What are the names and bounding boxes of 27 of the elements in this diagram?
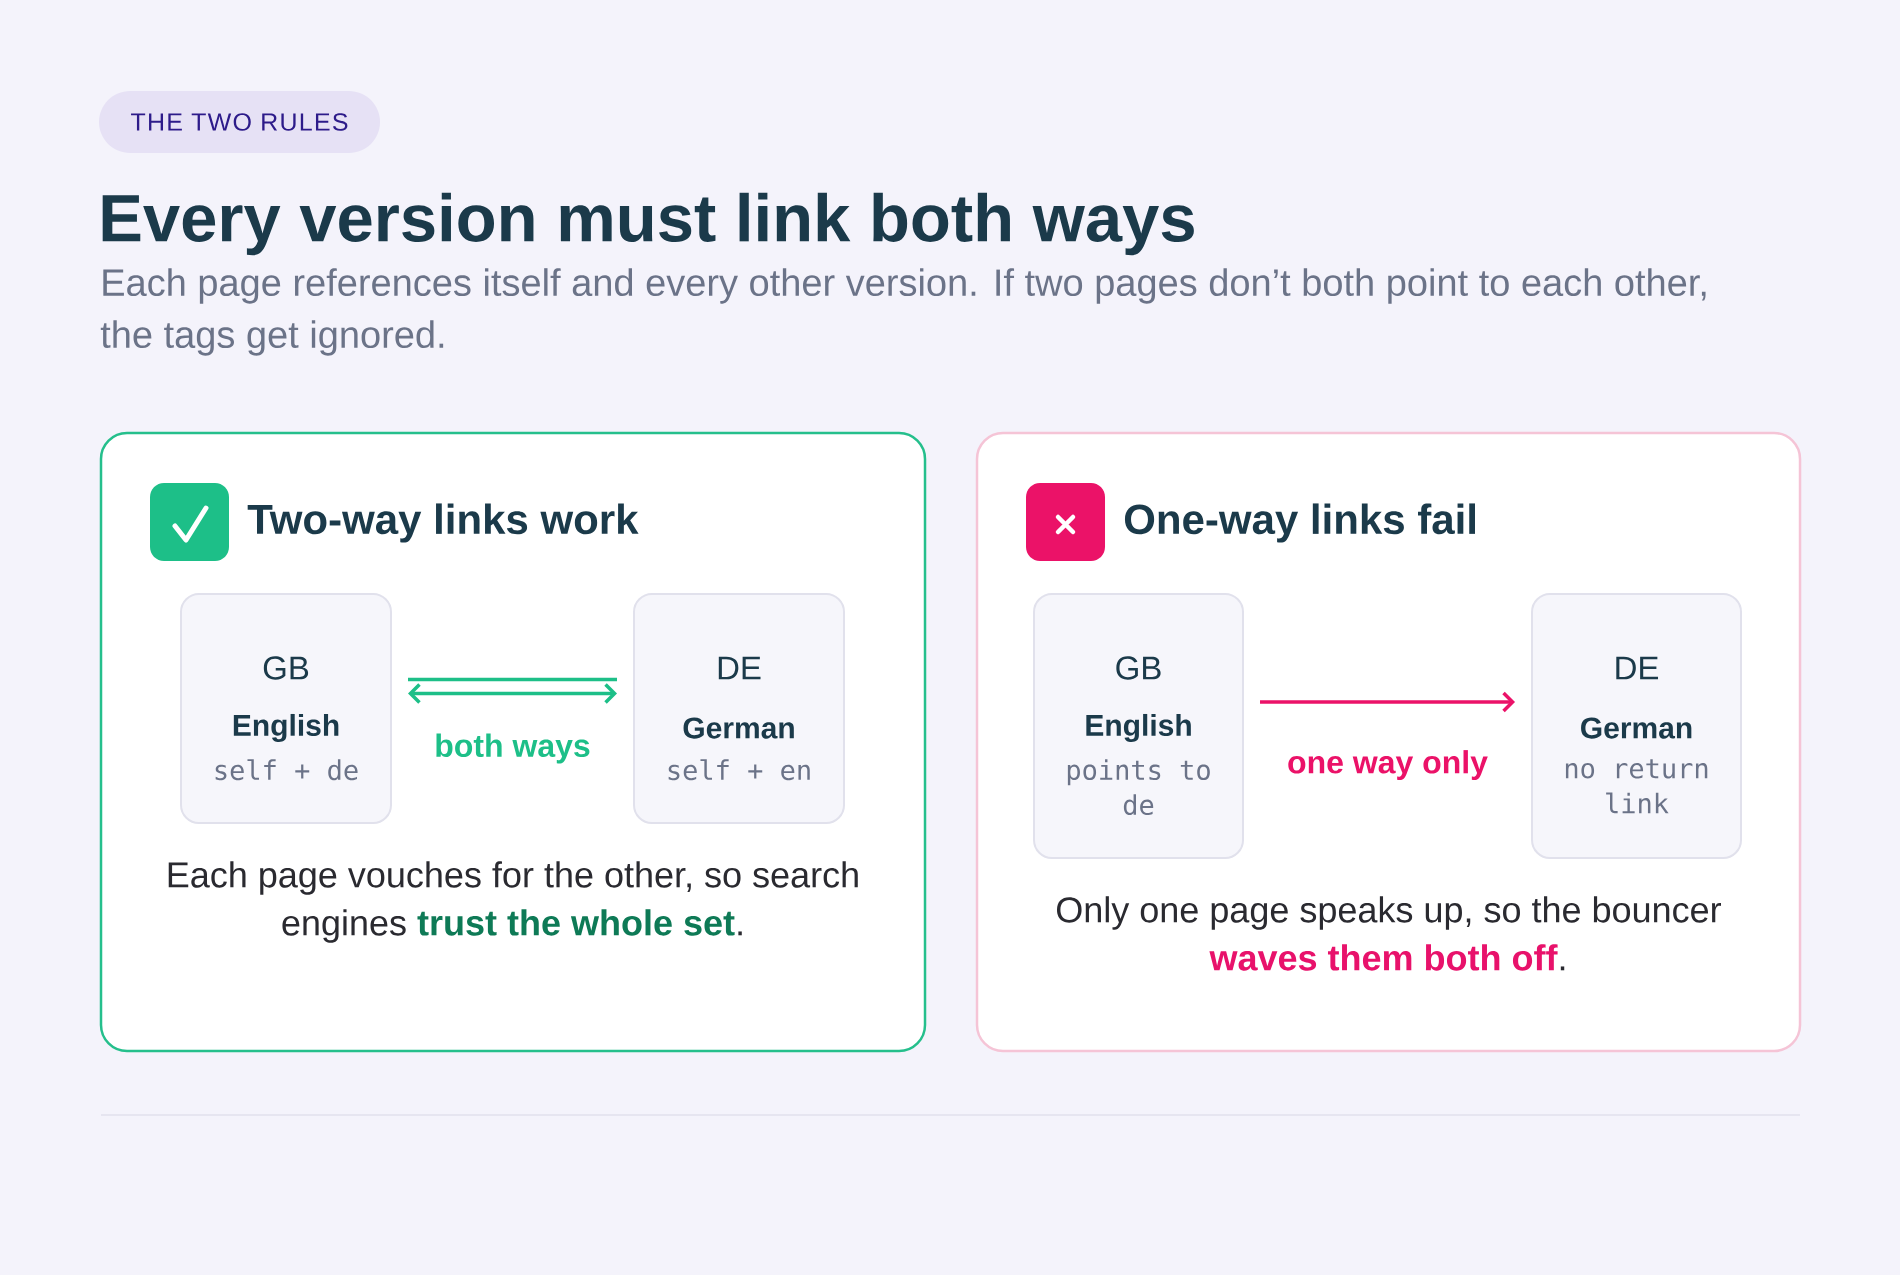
title: Every version must link both ways [102, 192, 1194, 256]
edge-label: one way only [1285, 748, 1490, 782]
language-name: German [683, 717, 794, 739]
country-code: DE [1616, 656, 1658, 680]
arrow [406, 677, 619, 704]
country-code: GB [1116, 656, 1161, 680]
page-box [180, 593, 392, 824]
link-note: points to de [1067, 759, 1210, 816]
tag-pill: THE TWO RULES [99, 91, 380, 153]
link-note: self + en [668, 759, 810, 781]
page-box [1033, 593, 1244, 859]
page-box [1531, 593, 1742, 859]
card-text: Only one page speaks up, so the bouncer waves them both off. [1057, 896, 1721, 971]
card-heading: Two-way links work [247, 503, 639, 543]
card-text: Each page vouches for the other, so search engines trust the whole set. [168, 861, 858, 943]
edge-label: both ways [432, 731, 593, 766]
link-note: no return link [1565, 759, 1708, 814]
arrow [1260, 691, 1515, 713]
language-name: English [1086, 713, 1191, 743]
country-code: GB [263, 656, 309, 680]
link-note: self + de [215, 759, 358, 781]
subtitle: Each page references itself and every other version. If two pages don’t both point to each other, the tags get ignored. [100, 268, 1706, 356]
country-code: DE [718, 656, 761, 680]
page-box [633, 593, 845, 824]
card-heading: One-way links fail [1124, 503, 1475, 543]
language-name: English [233, 713, 339, 743]
language-name: German [1581, 717, 1692, 739]
